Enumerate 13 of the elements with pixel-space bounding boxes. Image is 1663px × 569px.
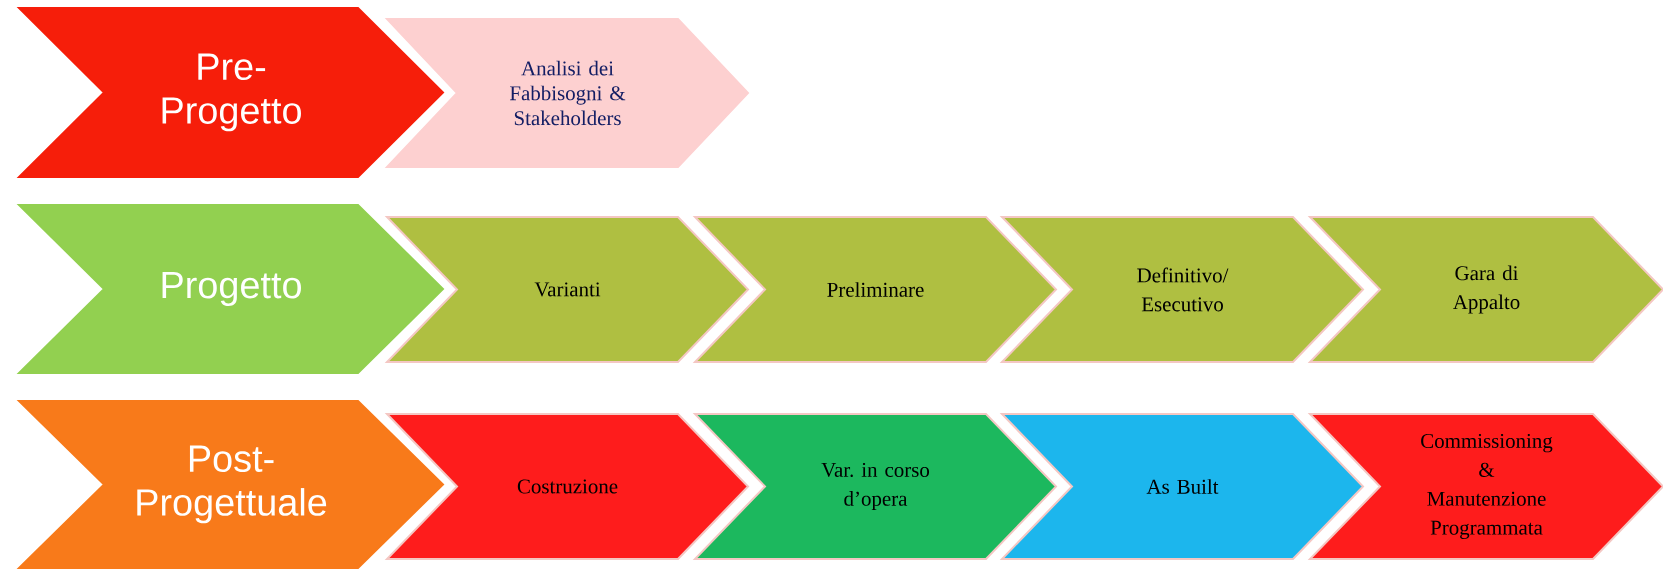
node-label: Gara di Appalto [1453,265,1520,314]
phase-banner: Progetto [16,204,445,374]
step-banner: Varianti [384,216,750,363]
step-banner: Var. in corso d’opera [692,413,1058,560]
step-banner: Costruzione [384,413,750,560]
step-banner: Preliminare [692,216,1058,363]
phase-banner: Post- Progettuale [16,400,445,569]
step-banner: Definitivo/ Esecutivo [999,216,1365,363]
step-banner: As Built [999,413,1365,560]
step-banner: Analisi dei Fabbisogni & Stakeholders [384,18,750,168]
phase-banner: Pre- Progetto [16,7,445,178]
step-banner: Commissioning & Manutenzione Programmata [1307,413,1663,560]
step-banner: Gara di Appalto [1307,216,1663,363]
